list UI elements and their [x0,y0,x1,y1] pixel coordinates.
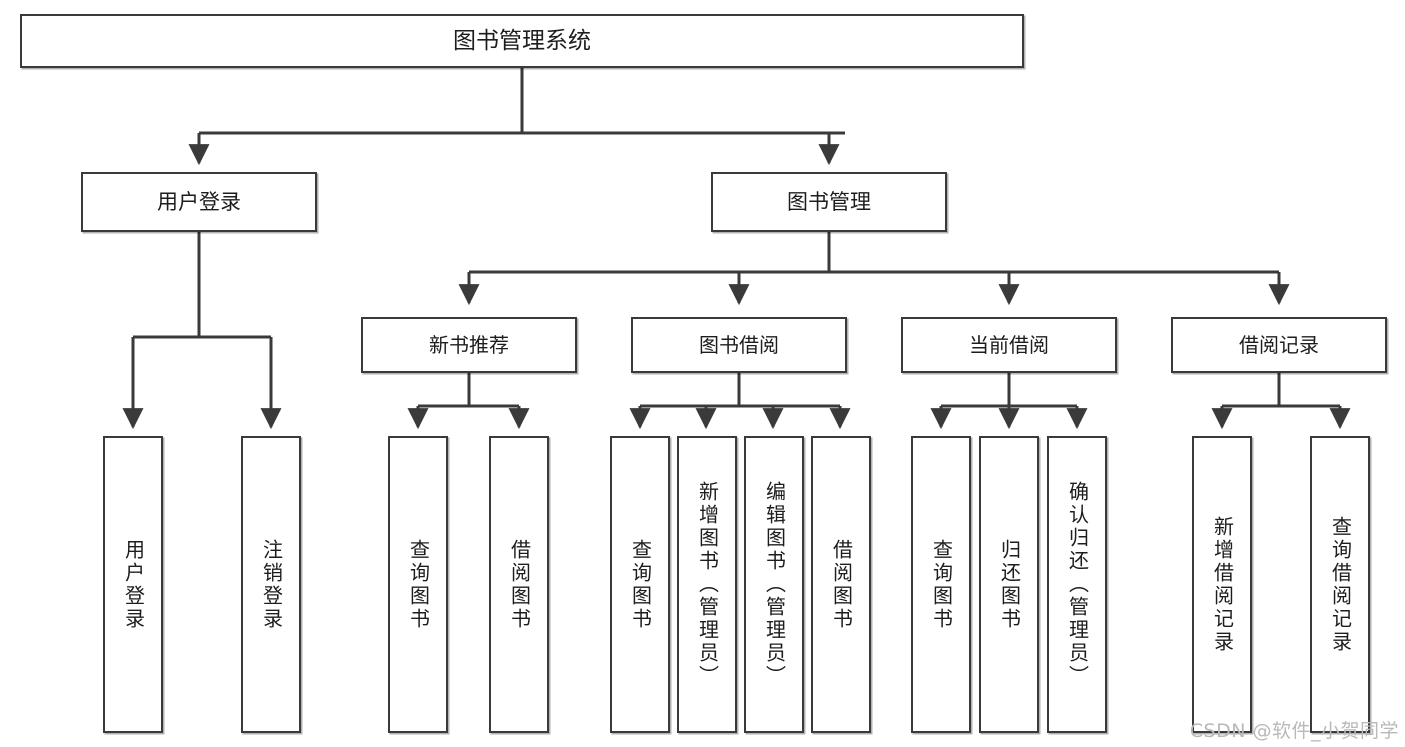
node-label: 图书管理系统 [453,27,591,54]
node-user-login[interactable]: 用户登录 [81,172,317,232]
watermark: CSDN @软件_小贺同学 [1189,720,1399,742]
leaf-borrow-book[interactable]: 借阅图书 [811,436,871,733]
leaf-query-borrow-record[interactable]: 查询借阅记录 [1310,436,1370,733]
leaf-query-book-borrow[interactable]: 查询图书 [610,436,670,733]
leaf-user-login[interactable]: 用户登录 [103,436,163,733]
leaf-edit-book-admin[interactable]: 编辑图书（管理员） [744,436,804,733]
leaf-borrow-book-recommend[interactable]: 借阅图书 [489,436,549,733]
node-label: 归还图书 [997,538,1022,631]
node-label: 新书推荐 [429,332,509,357]
node-label: 查询图书 [929,538,954,631]
node-label: 注销登录 [259,538,284,631]
leaf-return-book[interactable]: 归还图书 [979,436,1039,733]
node-label: 查询借阅记录 [1328,515,1353,654]
node-label: 新增借阅记录 [1210,515,1235,654]
node-book-borrow[interactable]: 图书借阅 [631,317,847,373]
node-label: 新增图书（管理员） [695,481,720,688]
node-label: 查询图书 [628,538,653,631]
leaf-add-borrow-record[interactable]: 新增借阅记录 [1192,436,1252,733]
node-label: 编辑图书（管理员） [762,481,787,688]
node-label: 用户登录 [157,189,241,214]
node-label: 图书管理 [787,189,871,214]
node-borrow-record[interactable]: 借阅记录 [1171,317,1387,373]
node-book-management[interactable]: 图书管理 [711,172,947,232]
leaf-query-book-recommend[interactable]: 查询图书 [388,436,448,733]
node-label: 当前借阅 [969,332,1049,357]
node-root-book-management-system[interactable]: 图书管理系统 [20,14,1024,68]
node-label: 借阅图书 [507,538,532,631]
node-label: 借阅记录 [1239,332,1319,357]
node-new-book-recommend[interactable]: 新书推荐 [361,317,577,373]
leaf-confirm-return-admin[interactable]: 确认归还（管理员） [1047,436,1107,733]
node-current-borrow[interactable]: 当前借阅 [901,317,1117,373]
leaf-query-book-current[interactable]: 查询图书 [911,436,971,733]
node-label: 用户登录 [121,538,146,631]
leaf-logout[interactable]: 注销登录 [241,436,301,733]
node-label: 图书借阅 [699,332,779,357]
node-label: 确认归还（管理员） [1065,481,1090,688]
node-label: 查询图书 [406,538,431,631]
leaf-add-book-admin[interactable]: 新增图书（管理员） [677,436,737,733]
node-label: 借阅图书 [829,538,854,631]
